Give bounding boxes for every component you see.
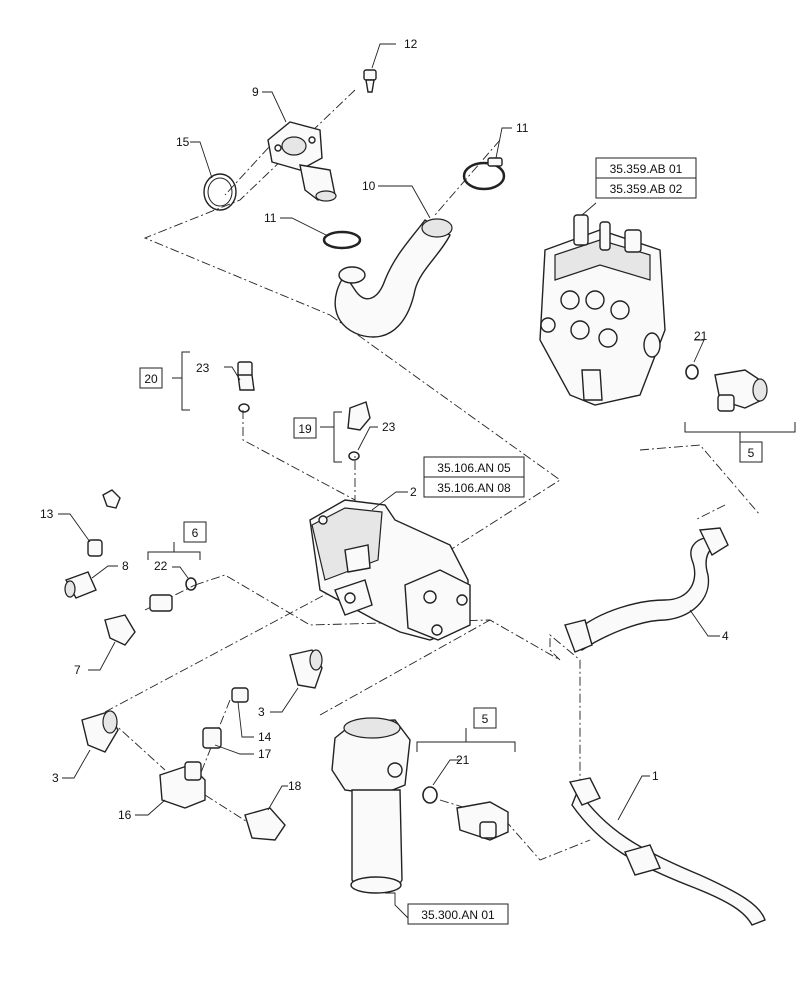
callout-15: 15 bbox=[176, 135, 190, 149]
ref-35-359-ab-01: 35.359.AB 01 bbox=[610, 162, 683, 176]
callout-16: 16 bbox=[118, 808, 132, 822]
bolt-12 bbox=[363, 69, 377, 93]
tee-16 bbox=[159, 761, 206, 809]
box-20-label: 20 bbox=[144, 372, 158, 386]
callout-3-left: 3 bbox=[52, 771, 59, 785]
elbow-3-center bbox=[289, 649, 323, 689]
callout-17: 17 bbox=[258, 747, 272, 761]
callout-12: 12 bbox=[404, 37, 418, 51]
control-valve bbox=[539, 214, 666, 406]
elbow-19 bbox=[347, 401, 371, 461]
hydraulic-pump-2 bbox=[309, 499, 471, 641]
box-5-bottom: 5 bbox=[473, 707, 497, 729]
callout-numbers: 12 9 15 11 10 11 23 23 2 13 8 22 7 3 14 … bbox=[40, 37, 729, 822]
callout-8: 8 bbox=[122, 559, 129, 573]
ref-35-300-an-01: 35.300.AN 01 bbox=[421, 908, 495, 922]
box-5-right-label: 5 bbox=[748, 446, 755, 460]
reference-box-pump: 35.106.AN 05 35.106.AN 08 bbox=[423, 456, 525, 498]
callout-22: 22 bbox=[154, 559, 168, 573]
callout-11-lower: 11 bbox=[264, 211, 277, 225]
callout-4: 4 bbox=[722, 629, 729, 643]
callout-2: 2 bbox=[410, 485, 417, 499]
elbow-3-left bbox=[81, 710, 119, 753]
elbow-18 bbox=[244, 807, 286, 841]
elbow-23-left bbox=[237, 361, 255, 413]
ref-35-359-ab-02: 35.359.AB 02 bbox=[610, 182, 683, 196]
tee-fitting-5-right bbox=[714, 369, 768, 412]
elbow-7 bbox=[104, 594, 173, 646]
callout-1: 1 bbox=[652, 769, 659, 783]
callout-21-right: 21 bbox=[694, 329, 708, 343]
callout-3-center: 3 bbox=[258, 705, 265, 719]
brackets bbox=[147, 351, 796, 752]
callout-18: 18 bbox=[288, 779, 302, 793]
reference-box-valve: 35.359.AB 01 35.359.AB 02 bbox=[595, 157, 697, 199]
cap-13 bbox=[87, 489, 121, 557]
o-ring-21-bottom bbox=[422, 786, 438, 804]
filter bbox=[331, 717, 411, 894]
leader-lines bbox=[58, 43, 720, 919]
box-5-right: 5 bbox=[739, 441, 763, 463]
box-19: 19 bbox=[293, 417, 317, 439]
box-5-bottom-label: 5 bbox=[482, 712, 489, 726]
o-ring-15 bbox=[203, 173, 237, 211]
callout-14: 14 bbox=[258, 730, 272, 744]
hose-1 bbox=[568, 777, 766, 926]
o-ring-22 bbox=[185, 577, 197, 591]
callout-13: 13 bbox=[40, 507, 54, 521]
assembly-lines bbox=[89, 89, 761, 861]
callout-7: 7 bbox=[74, 663, 81, 677]
callout-10: 10 bbox=[362, 179, 376, 193]
cap-14 bbox=[231, 687, 249, 703]
ref-35-106-an-05: 35.106.AN 05 bbox=[437, 461, 511, 475]
hose-4 bbox=[564, 527, 729, 653]
callout-23-left: 23 bbox=[196, 361, 210, 375]
tee-fitting-5-bottom bbox=[456, 801, 509, 841]
callout-21-bottom: 21 bbox=[456, 753, 470, 767]
hose-10 bbox=[334, 218, 453, 338]
box-20: 20 bbox=[139, 367, 163, 389]
callout-9: 9 bbox=[252, 85, 259, 99]
clamp-11-lower bbox=[322, 230, 362, 250]
fitting-8 bbox=[64, 571, 97, 599]
callout-23-right: 23 bbox=[382, 420, 396, 434]
box-19-label: 19 bbox=[298, 422, 312, 436]
box-6: 6 bbox=[183, 521, 207, 543]
clamp-11-upper bbox=[462, 157, 506, 191]
box-6-label: 6 bbox=[192, 526, 199, 540]
o-ring-21-right bbox=[685, 364, 699, 380]
ref-35-106-an-08: 35.106.AN 08 bbox=[437, 481, 511, 495]
flange-elbow-9 bbox=[267, 121, 337, 202]
callout-11-upper: 11 bbox=[516, 121, 529, 135]
reference-box-filter: 35.300.AN 01 bbox=[407, 903, 509, 925]
fitting-17 bbox=[202, 727, 222, 749]
